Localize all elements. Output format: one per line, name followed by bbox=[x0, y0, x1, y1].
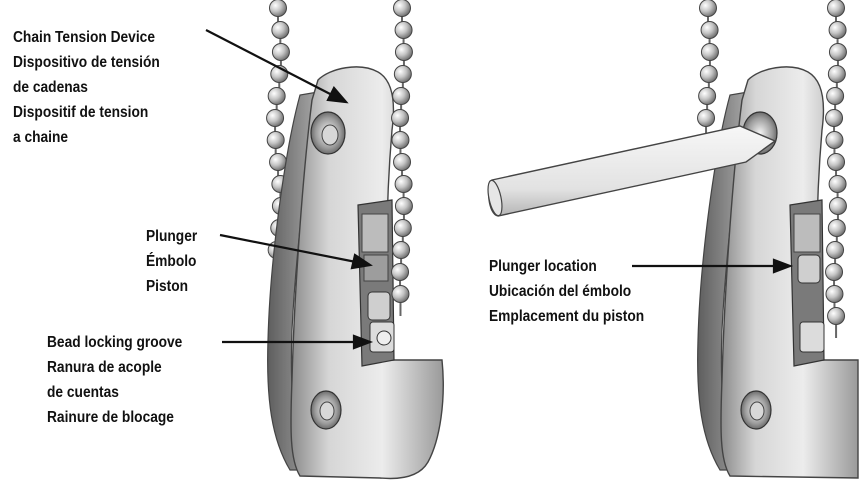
chain-bead bbox=[829, 22, 846, 39]
chain-bead bbox=[828, 220, 845, 237]
label-line: Bead locking groove bbox=[47, 330, 182, 355]
right-device bbox=[485, 0, 858, 478]
chain-bead bbox=[267, 110, 284, 127]
chain-bead bbox=[829, 198, 846, 215]
label-line: Dispositivo de tensión bbox=[13, 50, 160, 75]
chain-bead bbox=[270, 154, 287, 171]
chain-bead bbox=[826, 286, 843, 303]
left-plunger bbox=[368, 292, 390, 320]
label-line: Ubicación del émbolo bbox=[489, 279, 644, 304]
chain-bead bbox=[395, 22, 412, 39]
chain-bead bbox=[700, 0, 717, 17]
label-line: a chaine bbox=[13, 125, 160, 150]
chain-bead bbox=[829, 176, 846, 193]
left-device bbox=[267, 0, 444, 478]
chain-bead bbox=[828, 308, 845, 325]
chain-bead bbox=[395, 198, 412, 215]
chain-bead bbox=[828, 66, 845, 83]
label-plunger: Plunger Émbolo Piston bbox=[146, 224, 197, 299]
label-line: Dispositif de tension bbox=[13, 100, 160, 125]
chain-bead bbox=[701, 44, 718, 61]
chain-bead bbox=[267, 132, 284, 149]
label-line: Ranura de acople bbox=[47, 355, 182, 380]
chain-bead bbox=[826, 132, 843, 149]
chain-bead bbox=[829, 44, 846, 61]
chain-bead bbox=[828, 0, 845, 17]
label-chain-tension-device: Chain Tension Device Dispositivo de tens… bbox=[13, 25, 160, 150]
chain-bead bbox=[392, 110, 409, 127]
bead-chain-right-front bbox=[826, 0, 847, 338]
label-plunger-location: Plunger location Ubicación del émbolo Em… bbox=[489, 254, 644, 329]
chain-bead bbox=[698, 110, 715, 127]
chain-bead bbox=[272, 22, 289, 39]
chain-bead bbox=[393, 88, 410, 105]
chain-bead bbox=[394, 154, 411, 171]
chain-bead bbox=[827, 88, 844, 105]
chain-bead bbox=[395, 44, 412, 61]
chain-bead bbox=[393, 242, 410, 259]
label-bead-locking-groove: Bead locking groove Ranura de acople de … bbox=[47, 330, 182, 430]
chain-bead bbox=[268, 88, 285, 105]
label-line: Plunger bbox=[146, 224, 197, 249]
chain-bead bbox=[699, 88, 716, 105]
label-line: Rainure de blocage bbox=[47, 405, 182, 430]
chain-bead bbox=[392, 132, 409, 149]
chain-bead bbox=[394, 66, 411, 83]
label-line: Plunger location bbox=[489, 254, 644, 279]
label-line: Emplacement du piston bbox=[489, 304, 644, 329]
bead-chain-left-front bbox=[392, 0, 413, 316]
label-line: de cuentas bbox=[47, 380, 182, 405]
chain-bead bbox=[827, 242, 844, 259]
label-line: Chain Tension Device bbox=[13, 25, 160, 50]
chain-bead bbox=[700, 66, 717, 83]
chain-bead bbox=[392, 264, 409, 281]
right-plunger bbox=[798, 255, 820, 283]
bead-chain-right-back bbox=[698, 0, 719, 140]
chain-bead bbox=[826, 110, 843, 127]
chain-bead bbox=[826, 264, 843, 281]
chain-bead bbox=[394, 0, 411, 17]
chain-bead bbox=[828, 154, 845, 171]
chain-bead bbox=[392, 286, 409, 303]
chain-bead bbox=[270, 0, 287, 17]
label-line: de cadenas bbox=[13, 75, 160, 100]
label-line: Émbolo bbox=[146, 249, 197, 274]
chain-bead bbox=[701, 22, 718, 39]
label-line: Piston bbox=[146, 274, 197, 299]
chain-bead bbox=[272, 44, 289, 61]
chain-bead bbox=[394, 220, 411, 237]
chain-bead bbox=[395, 176, 412, 193]
